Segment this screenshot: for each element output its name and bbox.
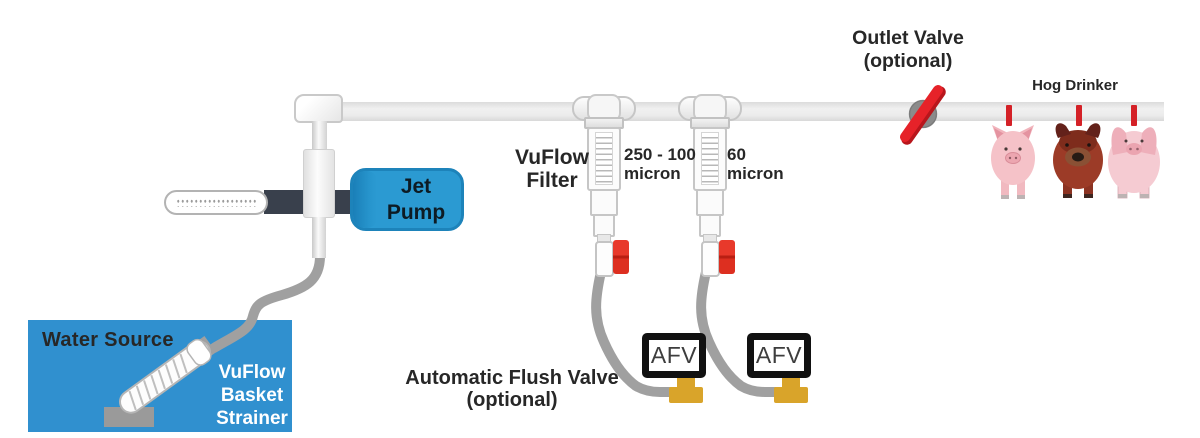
flush-hose-1 (591, 267, 683, 397)
jet-pump: Jet Pump (350, 168, 464, 231)
vuflow-filter-label-line1: VuFlow (515, 146, 589, 169)
filter2-red-valve-handle (719, 240, 735, 274)
vuflow-filter-2 (675, 94, 745, 284)
flush-hose-2 (696, 267, 788, 397)
filter2-lower-housing (696, 189, 724, 216)
filter1-mesh-screen (595, 132, 613, 185)
hog-drinker-label: Hog Drinker (1032, 77, 1118, 94)
jet-pump-cap (353, 171, 377, 228)
injector-tube (164, 190, 268, 215)
filter2-spec-line2: micron (727, 164, 784, 183)
drinker-nipple-2 (1076, 105, 1082, 126)
basket-strainer (119, 335, 217, 414)
filter1-lower-housing (590, 189, 618, 216)
jet-pump-label: Jet Pump (371, 174, 461, 226)
vuflow-filter-label-line2: Filter (526, 169, 578, 192)
afv1-fitting-base (669, 387, 703, 403)
suction-hose (209, 251, 325, 353)
basket-strainer-label-line3: Strainer (216, 408, 288, 429)
filter2-spec-line1: 60 (727, 145, 746, 164)
flush-valve-label-line2: (optional) (466, 389, 558, 411)
flush-valve-label: Automatic Flush Valve (optional) (392, 367, 632, 411)
afv-box-1: AFV (642, 333, 706, 378)
pig-pink-2 (1108, 127, 1160, 199)
water-source-label: Water Source (42, 329, 174, 351)
afv2-label: AFV (755, 342, 803, 368)
jet-pump-label-line1: Jet (400, 175, 432, 198)
basket-strainer-label-line1: VuFlow (218, 362, 286, 383)
vuflow-filter-label: VuFlow Filter (506, 146, 598, 192)
drinker-nipple-1 (1006, 105, 1012, 126)
outlet-valve-label-line2: (optional) (863, 49, 953, 72)
injector-perforations (176, 198, 256, 207)
vuflow-filter-1 (569, 94, 639, 284)
main-pipe (330, 102, 1164, 121)
filter2-spec-label: 60 micron (727, 145, 784, 183)
filter1-red-valve-handle (613, 240, 629, 274)
afv-box-2: AFV (747, 333, 811, 378)
basket-strainer-label: VuFlow Basket Strainer (205, 361, 299, 430)
afv2-fitting-base (774, 387, 808, 403)
jet-pump-label-line2: Pump (386, 201, 446, 224)
filter1-spec-label: 250 - 100 micron (624, 145, 696, 183)
riser-fitting (303, 149, 335, 218)
afv1-label: AFV (650, 342, 698, 368)
filter2-mesh-screen (701, 132, 719, 185)
drinker-nipple-3 (1131, 105, 1137, 126)
pig-pink-1 (991, 125, 1035, 199)
filter1-spec-line1: 250 - 100 (624, 145, 696, 164)
riser-pipe-upper (312, 121, 327, 152)
afv1-fitting-stem (677, 375, 695, 389)
strainer-weight (104, 407, 154, 427)
afv2-fitting-stem (782, 375, 800, 389)
flush-valve-label-line1: Automatic Flush Valve (405, 367, 619, 389)
filter1-spec-line2: micron (624, 164, 681, 183)
outlet-valve-label: Outlet Valve (optional) (828, 27, 988, 72)
outlet-valve (900, 85, 946, 145)
riser-pipe-lower (312, 217, 326, 258)
pig-brown (1053, 123, 1103, 198)
basket-strainer-label-line2: Basket (220, 385, 284, 406)
outlet-valve-label-line1: Outlet Valve (852, 27, 964, 49)
